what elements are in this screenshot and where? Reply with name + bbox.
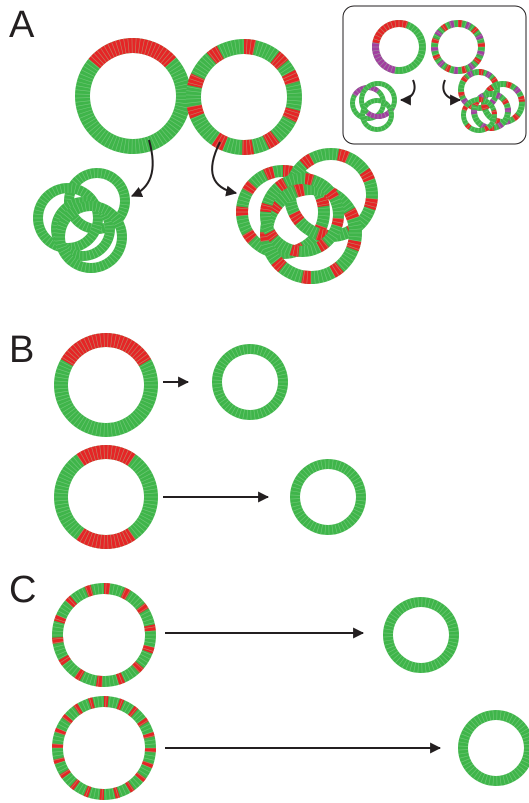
inset-ring-red-purple	[371, 19, 426, 75]
knot-red-ring-4	[259, 173, 344, 257]
ring-c1-output	[382, 597, 459, 673]
knot-green-ring-4	[54, 201, 127, 273]
arrow-a-left	[130, 139, 154, 197]
panel-label-a: A	[9, 4, 35, 46]
inset-box	[342, 5, 527, 145]
ring-c1-input	[51, 583, 156, 688]
ring-c2-input	[51, 696, 156, 800]
ring-a-striped	[185, 39, 302, 155]
ring-b1-input	[53, 333, 158, 438]
inset-knot-2	[358, 81, 397, 120]
ring-b1-output	[211, 344, 288, 420]
ring-b2-input	[53, 444, 158, 549]
ring-b2-output	[289, 459, 366, 535]
inset-knot-3	[359, 98, 394, 132]
inset-knot-7	[460, 97, 497, 133]
ring-a-red-arc	[74, 37, 191, 154]
rings-layer	[32, 19, 529, 800]
ring-c2-output	[458, 710, 529, 786]
panel-label-b: B	[9, 329, 34, 371]
inset-ring-striped	[430, 20, 485, 75]
arrow-inset-right	[442, 79, 462, 106]
arrow-a-right	[211, 141, 238, 197]
arrow-inset-left	[399, 79, 416, 106]
arrows-layer	[130, 79, 462, 754]
panel-label-c: C	[9, 569, 36, 611]
